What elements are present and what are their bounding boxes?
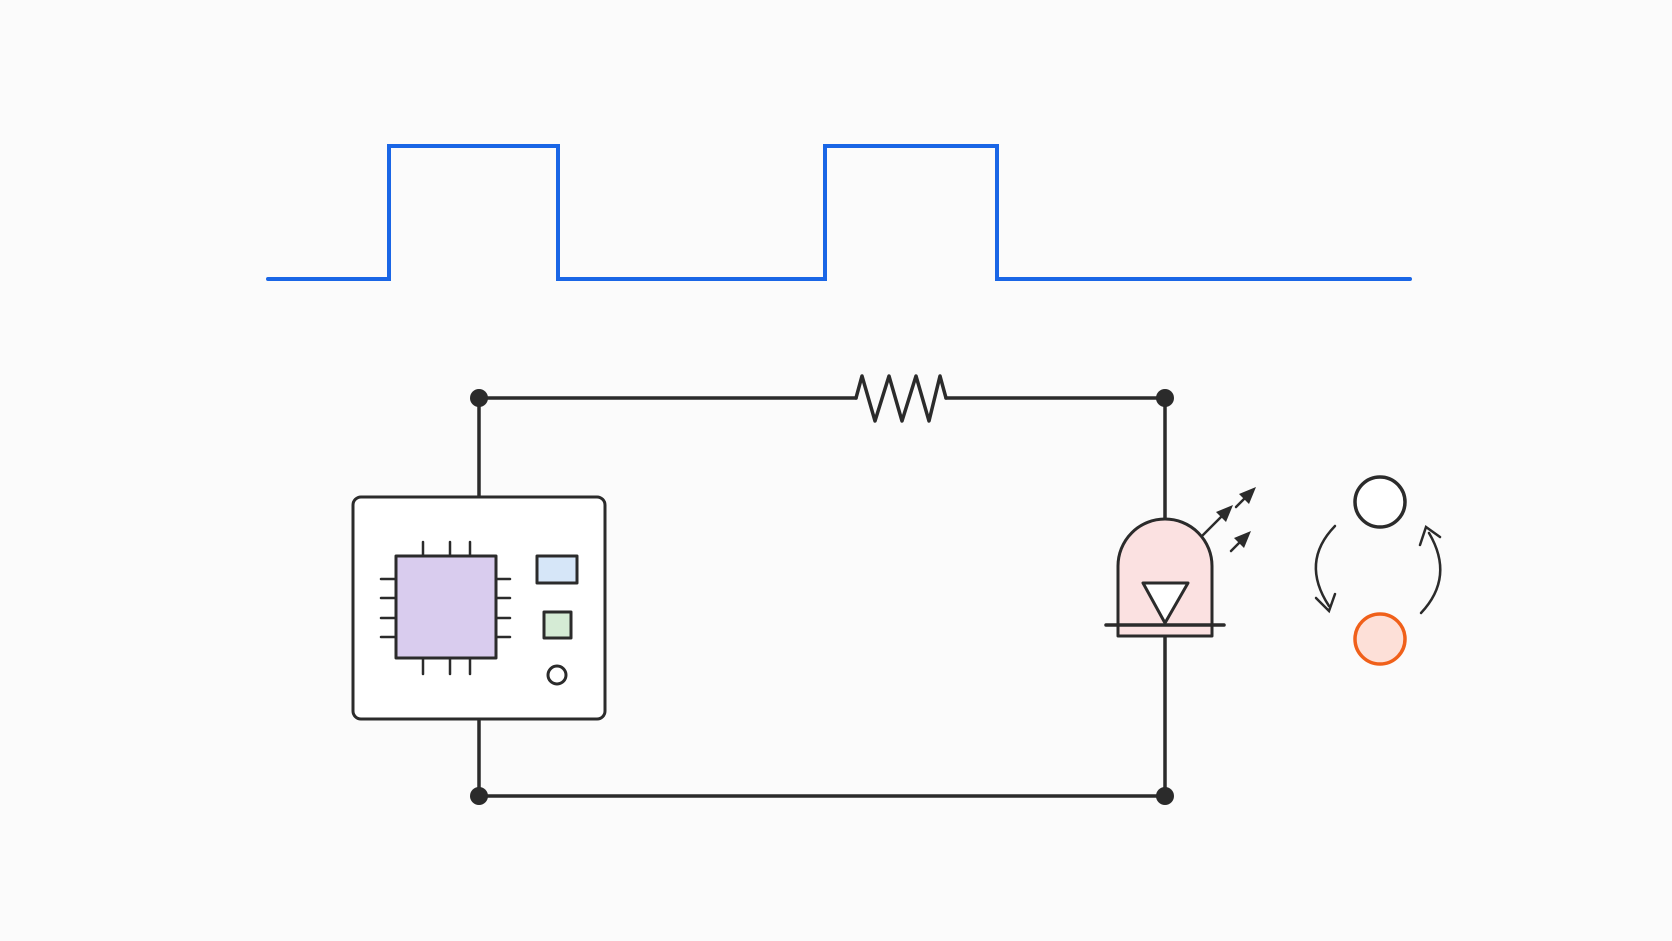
led-diode-triangle: [1141, 581, 1190, 625]
node-bottom-left: [470, 787, 488, 805]
state-cycle-indicator: [1314, 475, 1442, 666]
node-top-right: [1156, 389, 1174, 407]
microcontroller-chip-icon: [394, 554, 498, 660]
board-indicator-middle-icon: [542, 610, 573, 640]
chip-pins: [379, 540, 512, 676]
node-top-left: [470, 389, 488, 407]
cycle-arrows-icon: [1314, 524, 1442, 615]
light-emission-arrows-icon: [1201, 487, 1256, 553]
junction-nodes: [470, 389, 1174, 805]
circuit-wires: [477, 396, 1167, 798]
state-on-circle: [1353, 612, 1407, 666]
led-icon: [1104, 517, 1226, 638]
node-bottom-right: [1156, 787, 1174, 805]
led-body: [1116, 517, 1214, 627]
state-off-circle: [1353, 475, 1407, 529]
microcontroller-board-icon: [351, 495, 607, 721]
square-wave-signal: [266, 144, 1412, 281]
resistor-icon: [854, 374, 948, 423]
board-port-icon: [546, 664, 568, 686]
board-indicator-top-icon: [535, 554, 579, 585]
